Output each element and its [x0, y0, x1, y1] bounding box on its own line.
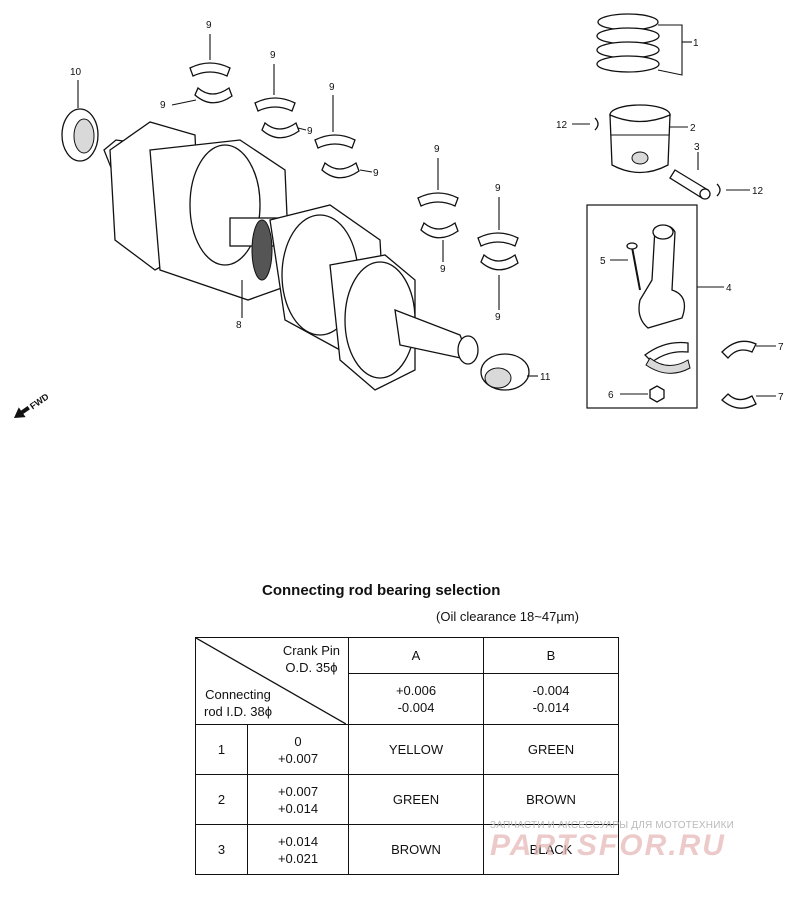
- header-corner-cell: Crank Pin O.D. 35ϕ Connecting rod I.D. 3…: [195, 637, 349, 725]
- callout-5: 5: [600, 256, 606, 267]
- piston-pin-3: [669, 152, 711, 200]
- piston-rings-1: [596, 13, 692, 76]
- callout-8: 8: [236, 320, 242, 331]
- oil-seal-10: [61, 80, 99, 162]
- callout-9-j: 9: [495, 312, 501, 323]
- callout-7-a: 7: [778, 342, 784, 353]
- column-range-a: +0.006 -0.004: [348, 672, 484, 726]
- row-index: 2: [195, 774, 248, 825]
- bearing-color-cell: GREEN: [483, 724, 619, 775]
- table-header-row: Crank Pin O.D. 35ϕ Connecting rod I.D. 3…: [195, 637, 619, 725]
- callout-7-b: 7: [778, 392, 784, 403]
- table-title: Connecting rod bearing selection: [262, 582, 501, 599]
- bearing-selection-table: Crank Pin O.D. 35ϕ Connecting rod I.D. 3…: [195, 637, 619, 875]
- callout-12-a: 12: [556, 120, 568, 131]
- callout-11: 11: [540, 372, 551, 383]
- column-code-a: A: [348, 637, 484, 674]
- table-subtitle: (Oil clearance 18~47µm): [436, 609, 579, 624]
- callout-9-h: 9: [440, 264, 446, 275]
- column-range-b: -0.004 -0.014: [483, 672, 619, 726]
- callout-9-e: 9: [329, 82, 335, 93]
- bearing-color-cell: YELLOW: [348, 724, 484, 775]
- crank-pin-label: Crank Pin O.D. 35ϕ: [282, 643, 340, 675]
- rod-bearing-7: [721, 340, 776, 409]
- bearing-color-cell: BROWN: [348, 824, 484, 875]
- row-range: +0.007 +0.014: [247, 774, 349, 825]
- rod-nut-6: [620, 385, 665, 403]
- connecting-rod-box-4: [586, 204, 724, 409]
- column-code-b: B: [483, 637, 619, 674]
- callout-3: 3: [694, 142, 700, 153]
- crankshaft-8: [103, 121, 479, 391]
- bearing-color-cell: BROWN: [483, 774, 619, 825]
- callout-12-b: 12: [752, 186, 764, 197]
- forward-arrow-icon: FWD: [14, 391, 51, 418]
- callout-9-g: 9: [434, 144, 440, 155]
- piston-pin-clip-12: [572, 117, 750, 197]
- bearing-color-cell: GREEN: [348, 774, 484, 825]
- table-row: 2 +0.007 +0.014 GREEN BROWN: [195, 774, 619, 825]
- callout-9-a: 9: [206, 20, 212, 31]
- table-row: 3 +0.014 +0.021 BROWN BLACK: [195, 824, 619, 875]
- bearing-color-cell: BLACK: [483, 824, 619, 875]
- crankshaft-exploded-diagram: 10 8 9: [14, 13, 784, 418]
- callout-6: 6: [608, 390, 614, 401]
- table-row: 1 0 +0.007 YELLOW GREEN: [195, 724, 619, 775]
- callout-10: 10: [70, 67, 82, 78]
- callout-4: 4: [726, 283, 732, 294]
- oil-seal-11: [480, 353, 538, 391]
- watermark-tagline: ЗАПЧАСТИ И АКСЕССУАРЫ ДЛЯ МОТОТЕХНИКИ: [490, 820, 735, 831]
- callout-9-c: 9: [270, 50, 276, 61]
- rod-id-label: Connecting rod I.D. 38ϕ: [204, 687, 272, 719]
- row-index: 1: [195, 724, 248, 775]
- fwd-label: FWD: [28, 391, 51, 411]
- watermark: ЗАПЧАСТИ И АКСЕССУАРЫ ДЛЯ МОТОТЕХНИКИ PA…: [490, 820, 790, 863]
- row-index: 3: [195, 824, 248, 875]
- rod-bolt-5: [610, 242, 641, 291]
- callout-9-i: 9: [495, 183, 501, 194]
- table-range-row: +0.006 -0.004 -0.004 -0.014: [196, 672, 619, 726]
- callout-2: 2: [690, 123, 696, 134]
- callout-9-d: 9: [307, 126, 313, 137]
- piston-2: [609, 104, 688, 174]
- diagonal-divider: [196, 638, 346, 724]
- callout-1: 1: [693, 38, 699, 49]
- main-bearing-9: [171, 34, 519, 310]
- callout-9-b: 9: [160, 100, 166, 111]
- row-range: 0 +0.007: [247, 724, 349, 775]
- callout-9-f: 9: [373, 168, 379, 179]
- row-range: +0.014 +0.021: [247, 824, 349, 875]
- watermark-brand: PARTSFOR.RU: [490, 829, 726, 862]
